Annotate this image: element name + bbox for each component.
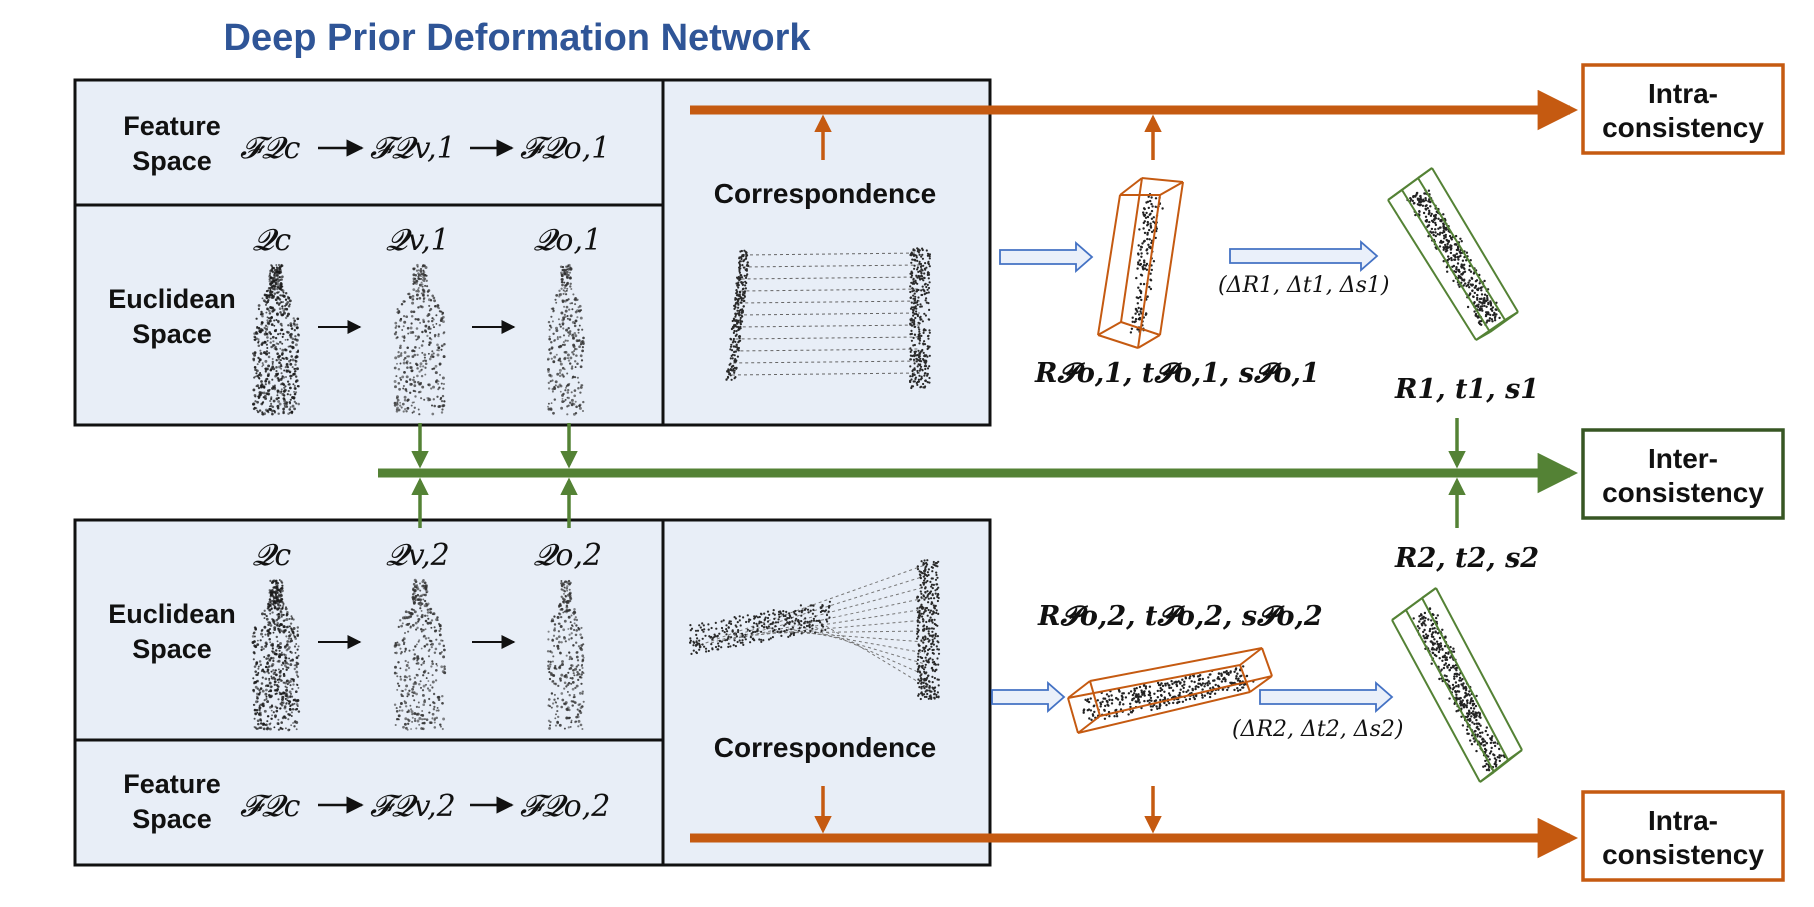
top-feature-fc: 𝓕𝓠c [240, 131, 301, 166]
bottom-euclid-qc: 𝓠c [253, 538, 292, 573]
intra-consistency-box-top: Intra- consistency [1581, 63, 1785, 155]
top-correspondence-lines [725, 247, 932, 390]
diagram-title: Deep Prior Deformation Network [224, 17, 812, 59]
bottom-feature-label-1: Feature [123, 769, 221, 799]
bottom-euclid-qo: 𝓠o,2 [534, 538, 602, 573]
bbox-observed-bottom [1067, 647, 1273, 734]
top-feature-fv: 𝓕𝓠v,1 [370, 131, 456, 166]
top-euclid-qv: 𝓠v,1 [386, 223, 450, 258]
bottom-feature-label-2: Space [132, 804, 212, 834]
bottom-euclid-label-1: Euclidean [108, 599, 236, 629]
delta-label-2: (ΔR2, Δt2, Δs2) [1232, 717, 1404, 742]
hollow-arrow-top-2 [1229, 240, 1379, 272]
bottom-correspondence-lines [689, 559, 941, 701]
bottom-bottle-canonical [251, 579, 301, 732]
bbox-observed-top [1097, 177, 1184, 349]
top-feature-label-2: Space [132, 146, 212, 176]
top-bottle-deformed [393, 263, 446, 416]
bottom-feature-fv: 𝓕𝓠v,2 [370, 789, 456, 824]
bottom-feature-fo: 𝓕𝓠o,2 [520, 789, 610, 824]
pose-label-o2: R𝓟o,2, t𝓟o,2, s𝓟o,2 [1037, 601, 1323, 632]
bottom-correspondence-label: Correspondence [714, 732, 937, 763]
intra-top-line1: Intra- [1648, 78, 1718, 109]
top-panel: Feature Space 𝓕𝓠c 𝓕𝓠v,1 𝓕𝓠o,1 Euclidean … [73, 78, 992, 427]
top-feature-label-1: Feature [123, 111, 221, 141]
hollow-arrow-top-1 [999, 241, 1094, 273]
bbox-refined-top [1387, 167, 1519, 341]
top-euclid-qo: 𝓠o,1 [534, 223, 602, 258]
delta-label-1: (ΔR1, Δt1, Δs1) [1218, 273, 1390, 298]
inter-line1: Inter- [1648, 443, 1718, 474]
bottom-bottle-deformed [393, 578, 447, 731]
top-correspondence-label: Correspondence [714, 178, 937, 209]
top-euclid-label-1: Euclidean [108, 284, 236, 314]
intra-consistency-box-bottom: Intra- consistency [1581, 790, 1785, 882]
hollow-arrow-bottom-2 [1259, 681, 1394, 713]
bottom-euclid-label-2: Space [132, 634, 212, 664]
hollow-arrow-bottom-1 [991, 681, 1066, 713]
top-euclid-qc: 𝓠c [253, 223, 292, 258]
pose-label-r1: R1, t1, s1 [1394, 374, 1539, 405]
inter-line2: consistency [1602, 477, 1764, 508]
bottom-bottle-observed [546, 579, 585, 731]
inter-consistency-box: Inter- consistency [1581, 428, 1785, 520]
intra-top-line2: consistency [1602, 112, 1764, 143]
bottom-euclid-qv: 𝓠v,2 [386, 538, 450, 573]
intra-bottom-line1: Intra- [1648, 805, 1718, 836]
pose-label-o1: R𝓟o,1, t𝓟o,1, s𝓟o,1 [1034, 358, 1320, 389]
top-feature-fo: 𝓕𝓠o,1 [520, 131, 610, 166]
top-bottle-canonical [251, 263, 301, 416]
top-euclid-label-2: Space [132, 319, 212, 349]
bbox-refined-bottom [1391, 587, 1523, 783]
pose-label-r2: R2, t2, s2 [1394, 543, 1539, 574]
intra-bottom-line2: consistency [1602, 839, 1764, 870]
bottom-feature-fc: 𝓕𝓠c [240, 789, 301, 824]
bottom-panel: 𝓠c 𝓠v,2 𝓠o,2 Euclidean Space Feature Spa… [73, 518, 992, 867]
top-bottle-observed [547, 263, 585, 416]
